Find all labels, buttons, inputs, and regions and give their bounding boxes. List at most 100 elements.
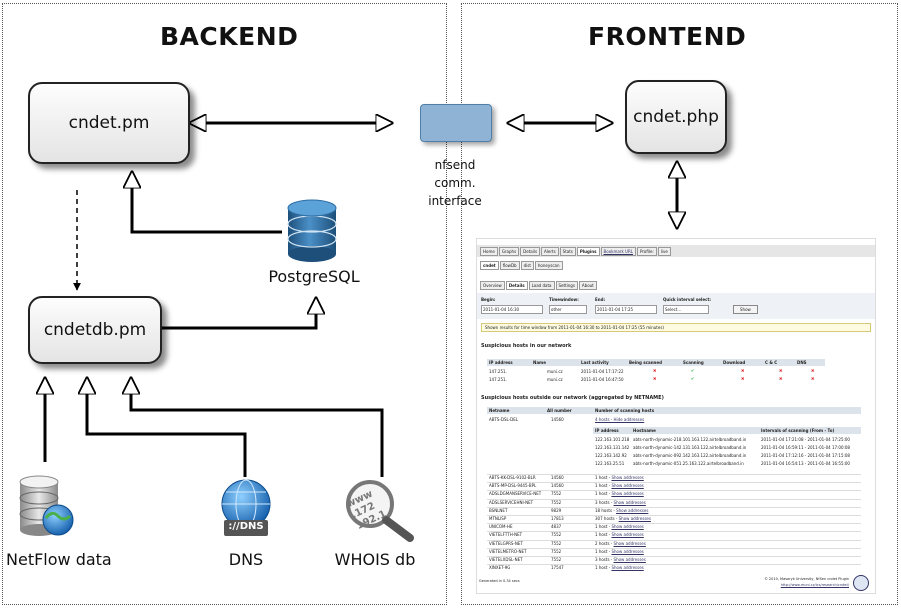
- inner-hostname: abts-north-dynamic-092.142.163.122.airte…: [633, 453, 747, 458]
- t1-row2-scanning-check-icon: ✔: [691, 376, 695, 381]
- interface-label-line2: comm.: [434, 176, 476, 190]
- inner-col-ip: IP address: [595, 428, 619, 433]
- sub-tab-details[interactable]: Details: [505, 281, 528, 290]
- footer-url-link[interactable]: http://www.muni.cz/ics/research/cndet/: [780, 583, 849, 587]
- t2-host-count-text: 1 host -: [595, 483, 612, 489]
- t1-row2-dns-x-icon: ✖: [811, 376, 815, 381]
- t1-col-last-activity: Last activity: [581, 360, 609, 365]
- t2-show-addresses-link[interactable]: Show addresses: [611, 524, 644, 530]
- begin-input[interactable]: 2011-01-04 16:30: [481, 305, 543, 314]
- profile-select[interactable]: live: [657, 247, 671, 256]
- plugin-tab-cndet[interactable]: cndet: [480, 261, 499, 270]
- inner-interval: 2011-01-04 16:54:13 - 2011-01-04 16:55:0…: [761, 461, 850, 466]
- bookmark-url-link[interactable]: Bookmark URL: [600, 247, 636, 256]
- t2-show-addresses-link[interactable]: Show addresses: [611, 491, 644, 497]
- t2-host-count-text: 2 hosts -: [595, 540, 614, 546]
- frontend-panel: [461, 3, 898, 605]
- t1-col-name: Name: [533, 360, 546, 365]
- row-divider: [487, 539, 861, 541]
- arrow-postgres-pm: [132, 172, 282, 234]
- t2-host-count: 1 host - Show addresses: [595, 532, 644, 537]
- footer-copyright: © 2010, Masaryk University, NfSen cndet …: [764, 577, 849, 581]
- interface-label: nfsend comm. interface: [424, 156, 486, 210]
- table2-header-bar: [487, 407, 861, 414]
- tab-stats[interactable]: Stats: [559, 247, 576, 256]
- t2-show-addresses-link[interactable]: Show addresses: [613, 557, 646, 562]
- t2-show-addresses-link[interactable]: Show addresses: [611, 548, 644, 554]
- plugin-tab-honeyscan[interactable]: honeyscan: [534, 261, 563, 270]
- section-own-network: Suspicious hosts in our network: [481, 343, 572, 349]
- inner-hostname: abts-north-dynamic-218.101.163.122.airte…: [633, 437, 747, 442]
- tab-graphs[interactable]: Graphs: [498, 247, 520, 256]
- t2-host-count-text: 1 host -: [595, 565, 612, 571]
- plugin-tab-dist[interactable]: dist: [520, 261, 534, 270]
- t2-show-addresses-link[interactable]: Show addresses: [611, 565, 644, 571]
- postgresql-label: PostgreSQL: [268, 267, 360, 286]
- t2-show-addresses-link[interactable]: Show addresses: [611, 483, 644, 489]
- t2-host-count: 1 host - Show addresses: [595, 565, 644, 570]
- inner-interval: 2011-01-04 17:12:16 - 2011-01-04 17:15:0…: [761, 453, 850, 458]
- tab-alerts[interactable]: Alerts: [541, 247, 559, 256]
- row-divider: [487, 531, 861, 533]
- t2-show-addresses-link[interactable]: Show addresses: [618, 516, 651, 521]
- t2-show-addresses-link[interactable]: Show addresses: [611, 532, 644, 538]
- t2-host-count: 18 hosts - Show addresses: [595, 508, 648, 513]
- tab-details[interactable]: Details: [520, 247, 541, 256]
- t2-all-number: 17547: [551, 565, 564, 571]
- t2-netname: VIETELXDSL-NET: [489, 557, 523, 562]
- t2-all-number: 7552: [551, 532, 562, 538]
- sub-tab-settings[interactable]: Settings: [555, 281, 578, 290]
- t2-show-addresses-link[interactable]: Show addresses: [616, 507, 649, 513]
- quick-interval-select[interactable]: Select...: [663, 305, 709, 314]
- t2-show-addresses-link[interactable]: Show addresses: [613, 540, 646, 546]
- cndet-php-box: cndet.php: [625, 80, 727, 154]
- tab-plugins[interactable]: Plugins: [576, 247, 600, 256]
- inner-ip: 122.163.101.218: [595, 437, 630, 442]
- t1-col-scanning: Scanning: [683, 360, 704, 365]
- t2-show-addresses-link[interactable]: Show addresses: [611, 475, 644, 480]
- inner-col-hostname: Hostname: [633, 428, 656, 433]
- row-divider: [487, 474, 861, 475]
- t2-host-count-text: 3 hosts -: [595, 557, 614, 562]
- inner-hostname: abts-north-dynamic-142.131.163.122.airte…: [633, 445, 747, 450]
- inner-ip: 122.163.25.51: [595, 461, 625, 466]
- t2-all-number: 9829: [551, 507, 562, 513]
- row-divider: [487, 490, 861, 492]
- t2-host-count: 3 hosts - Show addresses: [595, 500, 646, 505]
- row-divider: [487, 523, 861, 525]
- t2-all-number: 4837: [551, 524, 562, 530]
- plugin-tab-flowdb[interactable]: flowDb: [499, 261, 520, 270]
- end-input[interactable]: 2011-01-04 17:25: [595, 305, 657, 314]
- sub-tab-overview[interactable]: Overview: [480, 281, 505, 290]
- t1-row2-download-x-icon: ✖: [741, 376, 745, 381]
- t2-host-count: 1 host - Show addresses: [595, 491, 644, 496]
- t1-row1-cc-x-icon: ✖: [779, 368, 783, 373]
- row-divider: [487, 515, 861, 516]
- t1-row1-download-x-icon: ✖: [741, 368, 745, 373]
- show-button[interactable]: Show: [733, 305, 758, 314]
- arrow-db-postgres: [162, 298, 316, 330]
- timewindow-select[interactable]: other: [549, 305, 587, 314]
- dns-globe-icon: [221, 479, 271, 536]
- t2-first-hide-addresses-link[interactable]: 4 hosts - Hide addresses: [595, 417, 645, 422]
- top-nav-bar: [477, 245, 875, 257]
- tab-home[interactable]: Home: [480, 247, 498, 256]
- t1-col-download: Download: [723, 360, 746, 365]
- t2-host-count-text: 1 host -: [595, 524, 612, 530]
- t2-host-count-text: 18 hosts -: [595, 507, 617, 513]
- inner-ip: 122.163.131.142: [595, 445, 630, 450]
- t2-all-number: 7552: [551, 557, 562, 562]
- inner-interval: 2011-01-04 16:59:11 - 2011-01-04 17:00:0…: [761, 445, 850, 450]
- begin-label: Begin:: [481, 297, 496, 302]
- nfsend-interface-box: [420, 104, 492, 142]
- row-divider: [487, 506, 861, 508]
- t2-all-number: 17813: [551, 516, 564, 521]
- t2-all-number: 7552: [551, 491, 562, 497]
- t2-all-number: 7552: [551, 548, 562, 554]
- sub-tab-about[interactable]: About: [578, 281, 597, 290]
- plugin-tabs: cndet flowDb dist honeyscan: [480, 261, 563, 270]
- sub-tab-load-data[interactable]: Load data: [528, 281, 555, 290]
- interface-label-line3: interface: [428, 194, 482, 208]
- t2-show-addresses-link[interactable]: Show addresses: [613, 499, 646, 505]
